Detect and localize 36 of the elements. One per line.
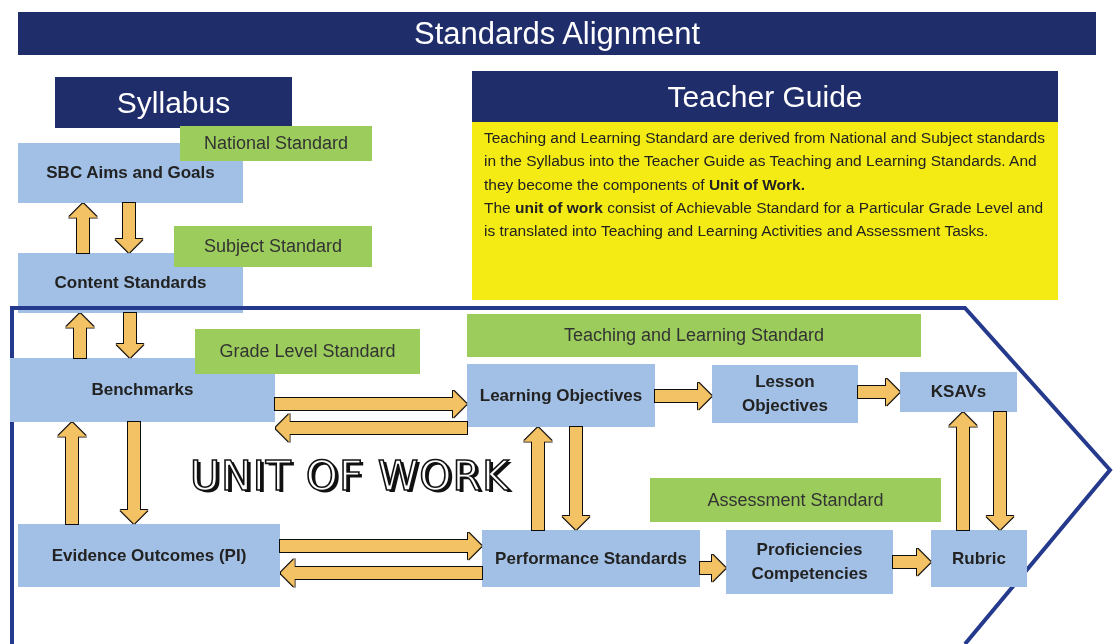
paragraph: Teaching and Learning Standard are derived from National and Subject standards in the Syllabus into the Teacher Guide as Teaching and Learning Standards. And they become the components of Unit of Work.	[484, 128, 1046, 195]
block-arrow	[655, 382, 712, 410]
process-box: Rubric	[931, 530, 1027, 587]
process-box: Proficiencies Competencies	[726, 530, 893, 594]
block-arrow	[120, 422, 148, 524]
block-arrow	[115, 203, 143, 253]
block-arrow	[893, 548, 931, 576]
section-header: Teacher Guide	[472, 71, 1058, 122]
block-arrow	[58, 422, 86, 524]
block-arrow	[69, 203, 97, 253]
block-arrow	[116, 313, 144, 358]
process-box: KSAVs	[900, 372, 1017, 412]
process-box: Evidence Outcomes (PI)	[18, 524, 280, 587]
standard-label: Teaching and Learning Standard	[467, 314, 921, 357]
block-arrow	[562, 427, 590, 530]
block-arrow	[986, 412, 1014, 530]
process-box: Benchmarks	[10, 358, 275, 422]
note-box	[472, 122, 1058, 300]
process-box: Performance Standards	[482, 530, 700, 587]
block-arrow	[280, 532, 482, 560]
paragraph: The unit of work consist of Achievable Standard for a Particular Grade Level and is translated into Teaching and Learning Activities and Assessment Tasks.	[484, 197, 1045, 241]
block-arrow	[280, 559, 482, 587]
block-arrow	[700, 554, 726, 582]
block-arrow	[949, 412, 977, 530]
standard-label: Assessment Standard	[650, 478, 941, 522]
title-banner: Standards Alignment	[18, 12, 1096, 55]
block-arrow	[66, 313, 94, 358]
section-header: Syllabus	[55, 77, 292, 128]
standard-label: National Standard	[180, 126, 372, 161]
block-arrow	[858, 378, 900, 406]
standard-label: Subject Standard	[174, 226, 372, 267]
block-arrow	[524, 427, 552, 530]
process-box: Learning Objectives	[467, 364, 655, 427]
standard-label: Grade Level Standard	[195, 329, 420, 374]
block-arrow	[275, 414, 467, 442]
process-box: Lesson Objectives	[712, 365, 858, 423]
